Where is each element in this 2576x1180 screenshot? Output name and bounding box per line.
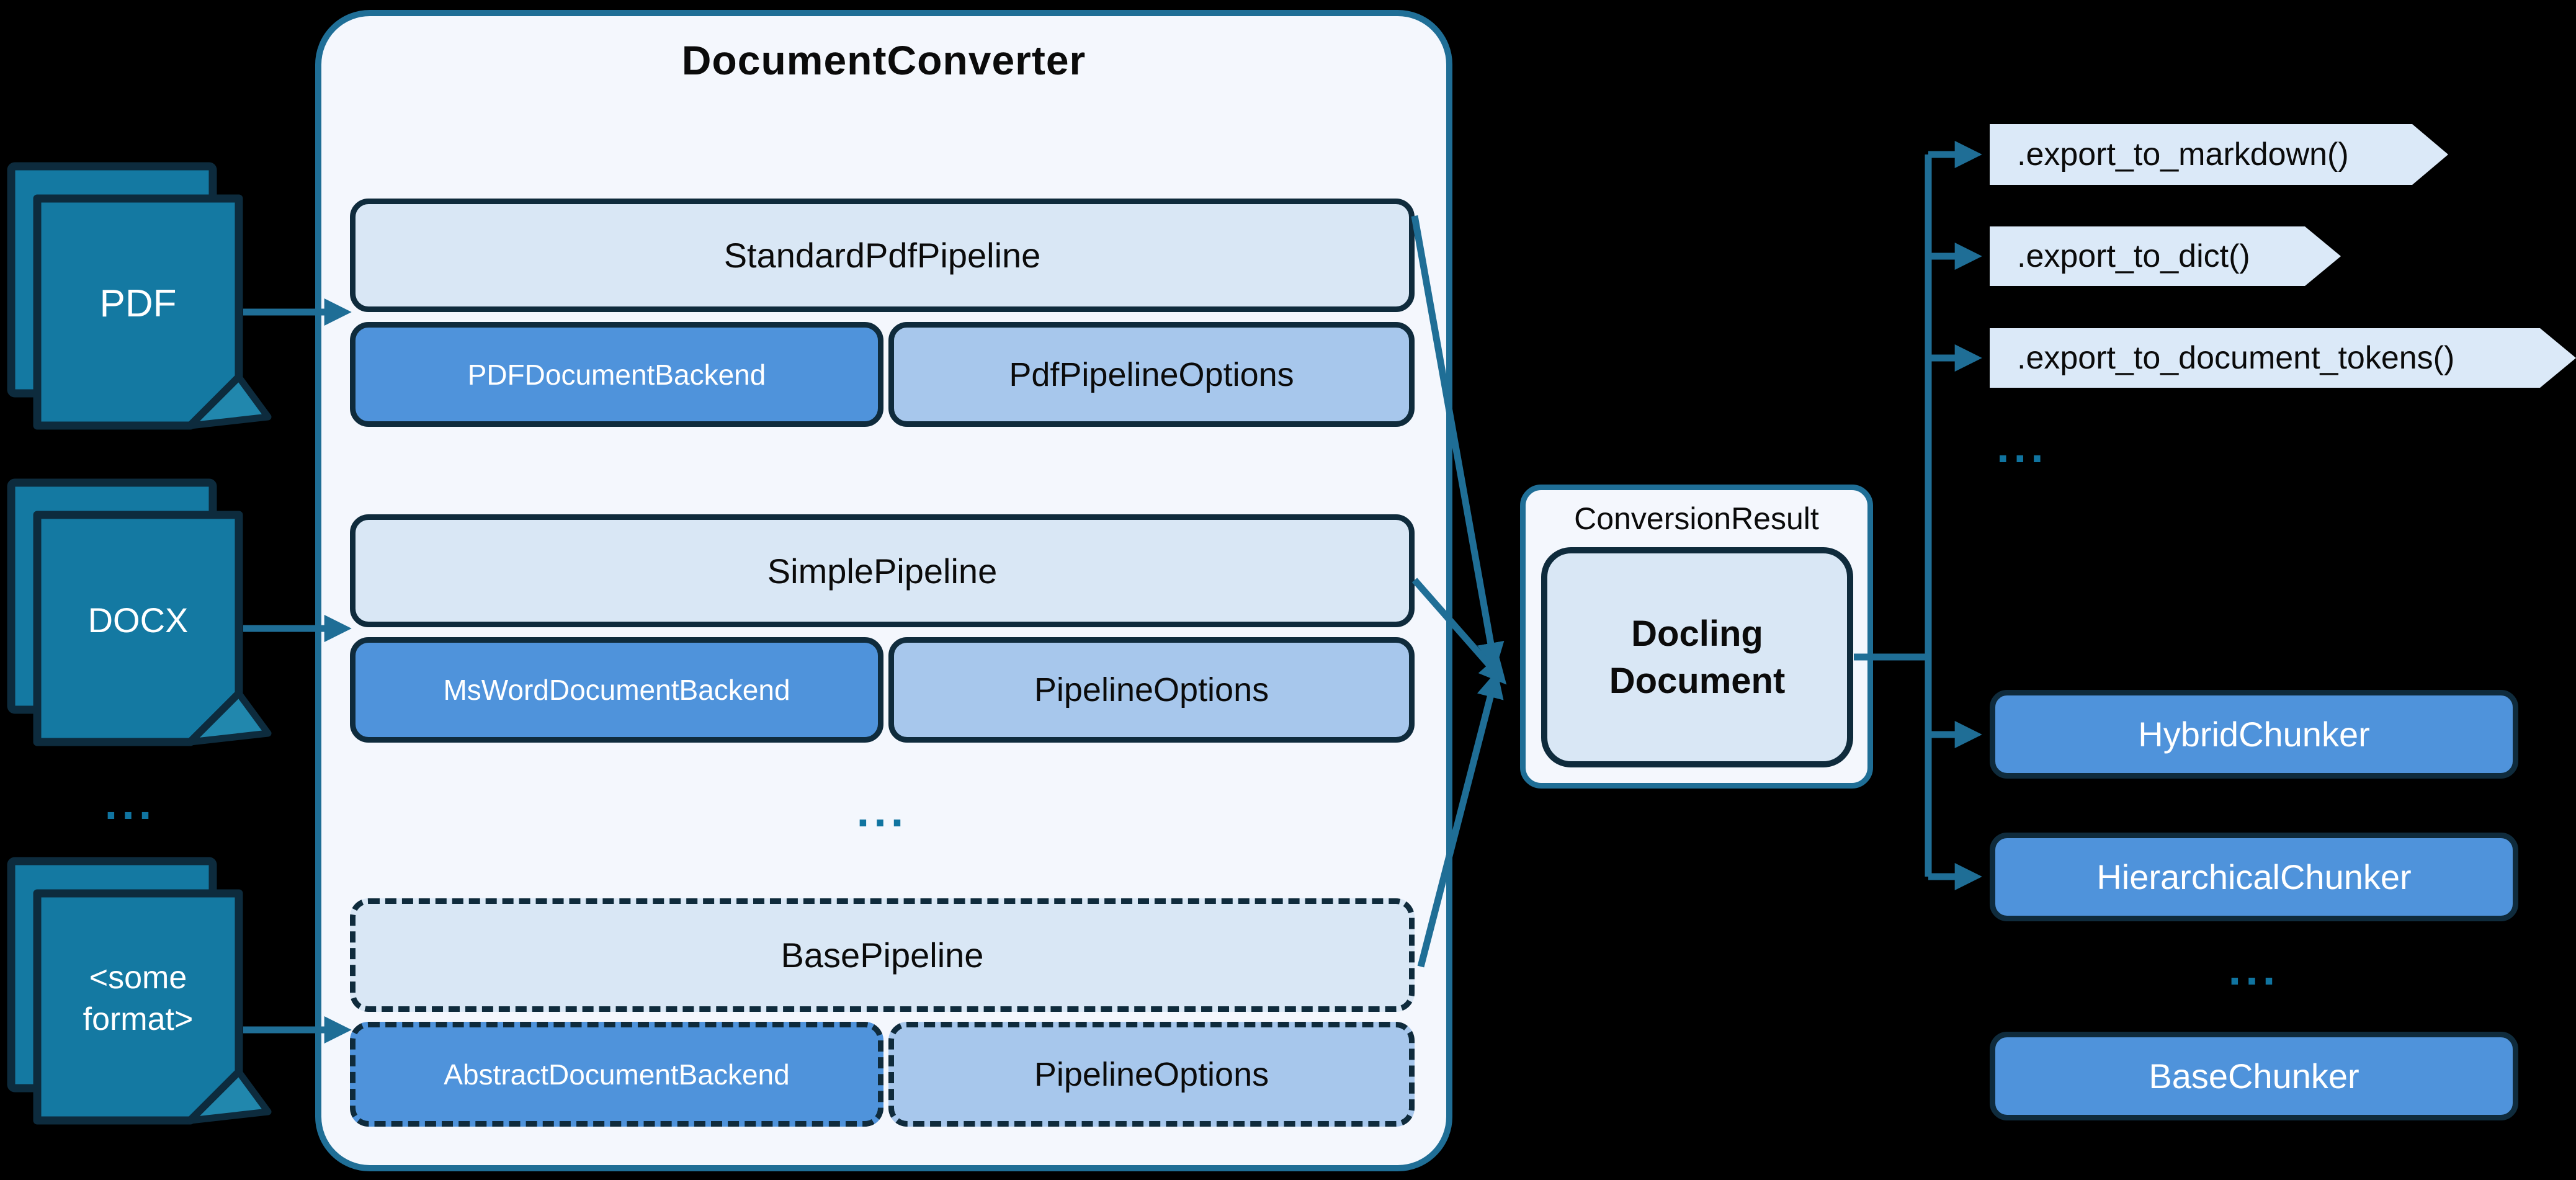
docx-input-label: DOCX bbox=[87, 601, 189, 640]
some-format-line1: <some bbox=[89, 960, 187, 996]
conversion-result-label: ConversionResult bbox=[1574, 501, 1819, 536]
base-pipeline-box: BasePipeline bbox=[350, 898, 1415, 1012]
pdf-document-backend-box: PDFDocumentBackend bbox=[350, 322, 883, 427]
pdf-input-label: PDF bbox=[99, 282, 177, 326]
some-format-input-label: <some format> bbox=[37, 893, 239, 1104]
export-to-dict-banner: .export_to_dict() bbox=[1990, 226, 2341, 286]
standard-pdf-pipeline-box: StandardPdfPipeline bbox=[350, 199, 1415, 312]
simple-pipeline-box: SimplePipeline bbox=[350, 514, 1415, 627]
docling-document-box: Docling Document bbox=[1541, 547, 1853, 767]
abstract-pipeline-options-box: PipelineOptions bbox=[888, 1022, 1415, 1127]
docling-document-line2: Document bbox=[1609, 660, 1786, 701]
abstract-document-backend-box: AbstractDocumentBackend bbox=[350, 1022, 883, 1127]
msword-document-backend-box: MsWordDocumentBackend bbox=[350, 637, 883, 743]
some-format-line2: format> bbox=[83, 1001, 194, 1037]
export-to-markdown-banner: .export_to_markdown() bbox=[1990, 124, 2448, 185]
hierarchical-chunker-box: HierarchicalChunker bbox=[1990, 833, 2518, 921]
export-to-document-tokens-banner: .export_to_document_tokens() bbox=[1990, 328, 2576, 388]
chunkers-ellipsis: ... bbox=[2228, 943, 2280, 995]
converter-ellipsis: ... bbox=[856, 785, 908, 837]
exports-ellipsis: ... bbox=[1997, 421, 2048, 473]
docling-document-line1: Docling bbox=[1631, 614, 1763, 655]
document-converter-title: DocumentConverter bbox=[681, 37, 1086, 83]
pipeline-options-box: PipelineOptions bbox=[888, 637, 1415, 743]
inputs-ellipsis: ... bbox=[104, 777, 156, 829]
base-chunker-box: BaseChunker bbox=[1990, 1032, 2518, 1120]
pdf-pipeline-options-box: PdfPipelineOptions bbox=[888, 322, 1415, 427]
hybrid-chunker-box: HybridChunker bbox=[1990, 690, 2518, 779]
